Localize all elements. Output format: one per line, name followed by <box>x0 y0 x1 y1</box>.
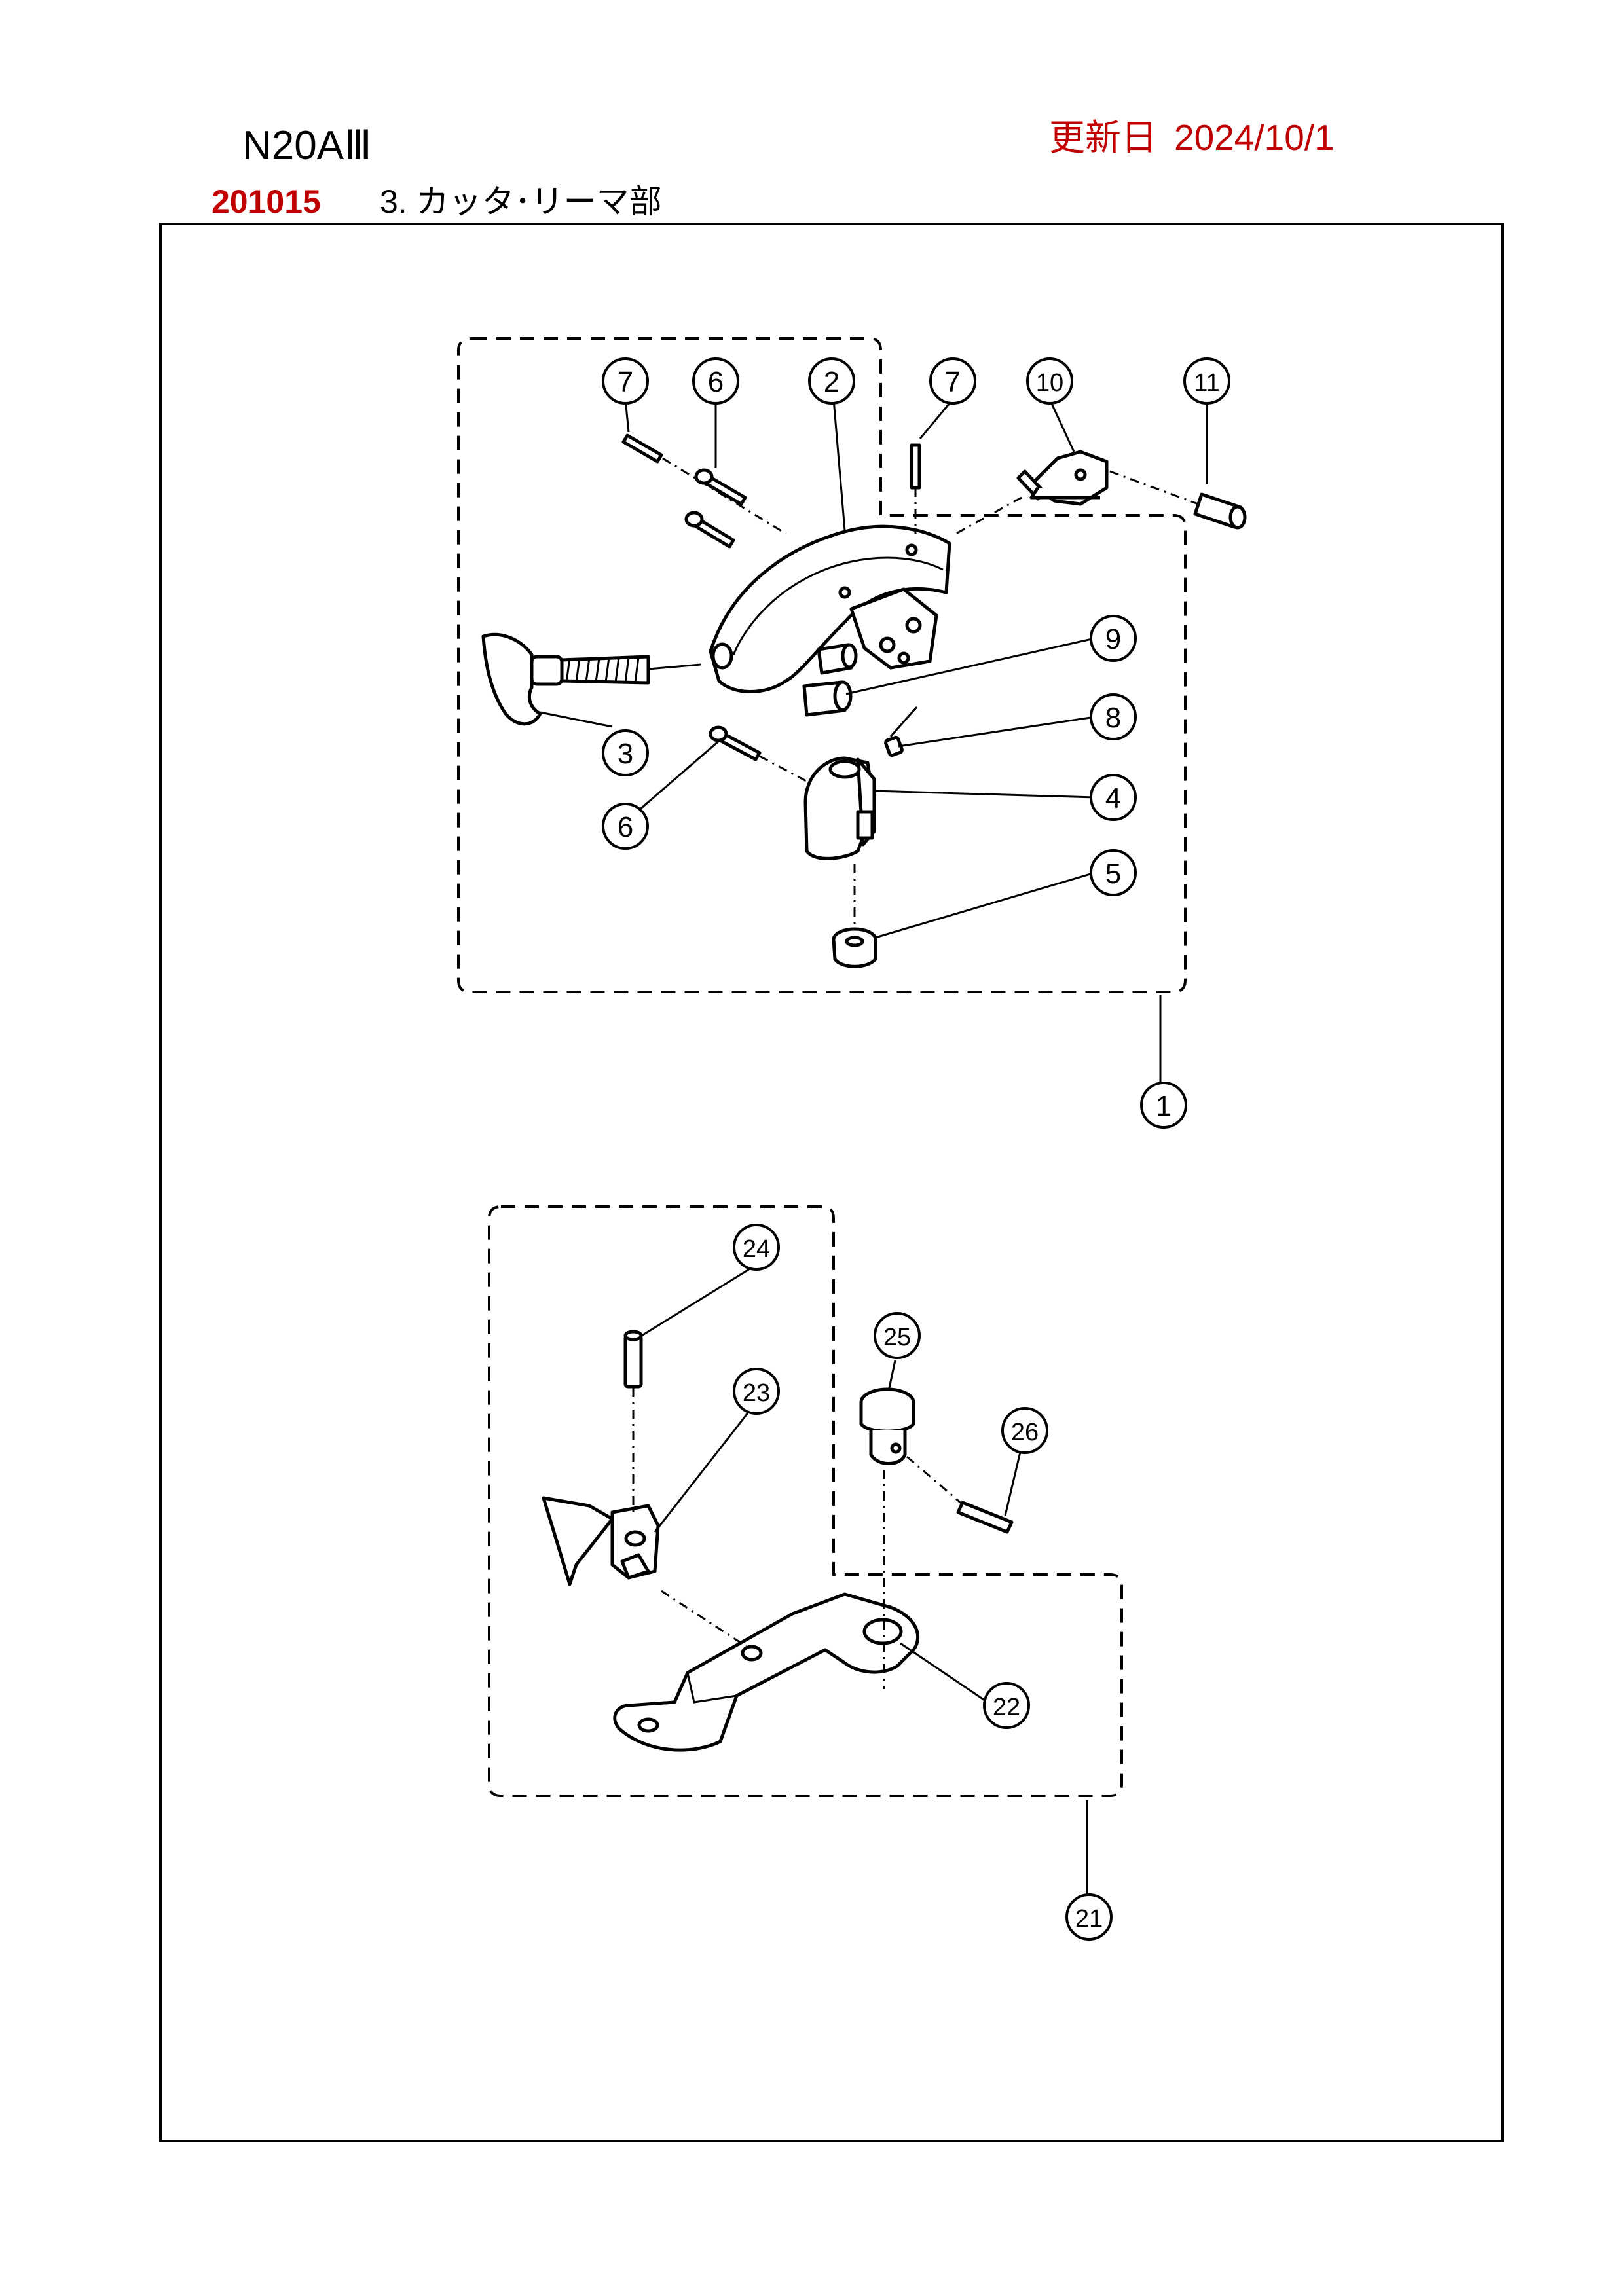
svg-text:25: 25 <box>883 1324 911 1351</box>
callout-10: 10 <box>1026 357 1073 405</box>
svg-text:9: 9 <box>1105 623 1121 655</box>
callout-5: 5 <box>1090 849 1137 896</box>
svg-text:22: 22 <box>993 1694 1020 1721</box>
assembly-1-leader-lines <box>540 399 1208 1087</box>
screw-part <box>684 468 762 761</box>
callout-24: 24 <box>733 1224 780 1271</box>
assembly-21-leader-lines <box>641 1266 1088 1899</box>
callout-8: 8 <box>1090 693 1137 740</box>
doc-code: 201015 <box>212 183 321 220</box>
callout-21: 21 <box>1065 1893 1113 1941</box>
svg-text:1: 1 <box>1156 1090 1172 1122</box>
knob-screw-part <box>481 632 650 726</box>
svg-text:6: 6 <box>618 811 633 843</box>
pin-part-26 <box>956 1501 1014 1534</box>
callout-6-b: 6 <box>602 803 649 850</box>
svg-text:23: 23 <box>743 1379 770 1407</box>
assembly-21-center-lines <box>632 1388 963 1689</box>
callout-6: 6 <box>692 357 739 405</box>
assembly-21-boundary <box>488 1205 1123 1797</box>
update-value: 2024/10/1 <box>1174 117 1335 158</box>
svg-text:21: 21 <box>1075 1905 1103 1933</box>
assembly-1-center-lines <box>662 457 1199 930</box>
svg-text:24: 24 <box>743 1235 770 1263</box>
svg-text:6: 6 <box>708 366 724 398</box>
callout-7: 7 <box>602 357 649 405</box>
bracket-plate-part <box>613 1592 920 1752</box>
svg-text:5: 5 <box>1105 858 1121 890</box>
diagram-frame <box>159 223 1504 2142</box>
pin-part-24 <box>623 1330 643 1389</box>
callout-3: 3 <box>602 729 649 776</box>
update-date: 更新日 2024/10/1 <box>1049 120 1352 156</box>
clamp-part <box>1016 450 1109 506</box>
svg-text:8: 8 <box>1105 702 1121 734</box>
callout-1: 1 <box>1140 1082 1187 1129</box>
svg-text:7: 7 <box>618 366 633 398</box>
svg-text:3: 3 <box>618 738 633 770</box>
pin-part-11 <box>1193 492 1247 530</box>
callout-22: 22 <box>983 1682 1030 1729</box>
section-title: 3. カッタ･リーマ部 <box>380 183 662 220</box>
reamer-head-part <box>542 1496 660 1586</box>
svg-text:26: 26 <box>1011 1419 1039 1446</box>
callout-11: 11 <box>1183 357 1230 405</box>
callout-4: 4 <box>1090 774 1137 821</box>
svg-text:7: 7 <box>945 366 961 398</box>
set-screw-part <box>884 706 918 757</box>
update-label: 更新日 <box>1049 117 1158 158</box>
callout-2: 2 <box>808 357 855 405</box>
callout-25: 25 <box>874 1312 921 1359</box>
svg-text:10: 10 <box>1036 369 1063 397</box>
roller-part <box>802 643 858 717</box>
collar-part <box>832 927 877 968</box>
svg-text:2: 2 <box>824 366 840 398</box>
svg-text:4: 4 <box>1105 782 1121 814</box>
callout-23: 23 <box>733 1368 780 1415</box>
pin-part <box>621 433 921 490</box>
callout-26: 26 <box>1001 1407 1048 1454</box>
cap-pin-part <box>859 1387 915 1465</box>
callout-9: 9 <box>1090 615 1137 662</box>
callout-7-b: 7 <box>929 357 976 405</box>
holder-block-part <box>803 756 876 860</box>
svg-text:11: 11 <box>1194 369 1219 397</box>
model-name: N20AⅢ <box>242 123 372 168</box>
cutter-arm-part <box>709 524 951 693</box>
assembly-1-boundary <box>457 337 1187 993</box>
